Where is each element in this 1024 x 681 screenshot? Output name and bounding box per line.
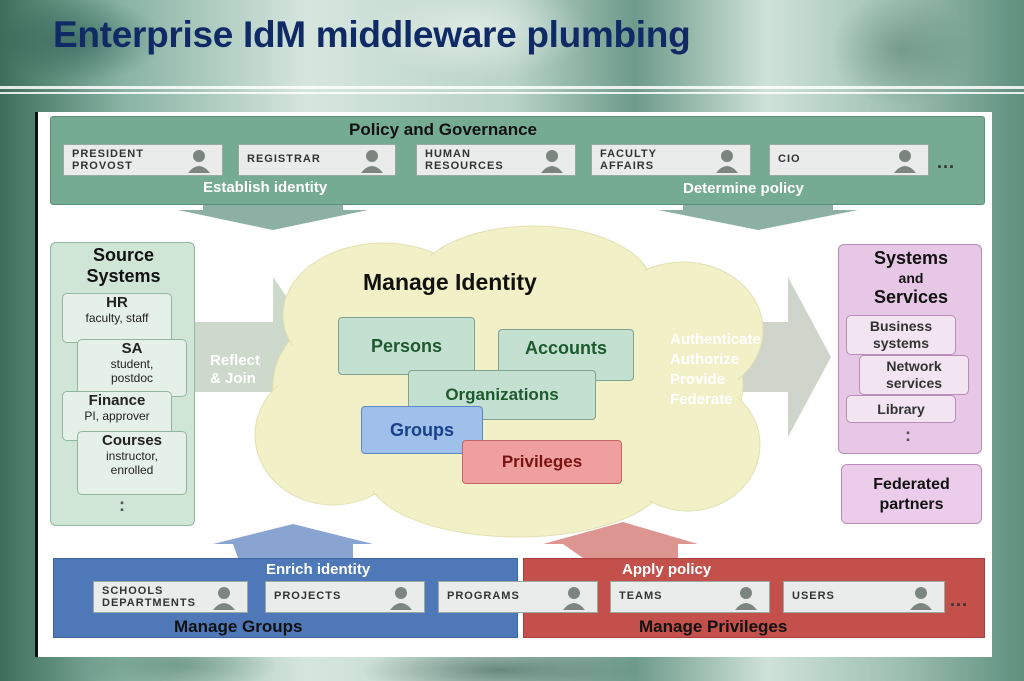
role-teams: TEAMS xyxy=(610,581,770,613)
role-human-resources: HUMAN RESOURCES xyxy=(416,144,576,176)
page-title: Enterprise IdM middleware plumbing xyxy=(53,14,691,55)
federated-partners: Federated partners xyxy=(841,464,982,524)
role-users: USERS xyxy=(783,581,945,613)
more-roles: ... xyxy=(937,152,956,172)
privileges-box: Privileges xyxy=(462,440,622,484)
establish-identity-label: Establish identity xyxy=(203,179,328,196)
role-cio: CIO xyxy=(769,144,929,176)
person-silhouette-icon xyxy=(213,587,235,610)
systems-services-panel: Systems and Services Business systems Ne… xyxy=(838,244,982,454)
role-programs: PROGRAMS xyxy=(438,581,598,613)
role-schools-departments: SCHOOLS DEPARTMENTS xyxy=(93,581,248,613)
divider-top-2 xyxy=(0,92,1024,94)
manage-identity-title: Manage Identity xyxy=(363,269,537,295)
person-silhouette-icon xyxy=(188,150,210,173)
role-faculty-affairs: FACULTY AFFAIRS xyxy=(591,144,751,176)
arrow-up-icon xyxy=(213,522,698,558)
source-more: : xyxy=(119,495,125,515)
person-silhouette-icon xyxy=(541,150,563,173)
service-library: Library xyxy=(846,395,956,423)
manage-privileges-label: Manage Privileges xyxy=(639,617,788,636)
policy-governance-band: Policy and Governance Establish identity… xyxy=(50,116,985,205)
determine-policy-label: Determine policy xyxy=(683,180,804,197)
persons-box: Persons xyxy=(338,317,475,375)
more-bottom-roles: ... xyxy=(950,590,969,610)
authenticate-label: Authenticate Authorize Provide Federate xyxy=(670,331,761,408)
apply-policy-label: Apply policy xyxy=(622,561,712,578)
systems-services-title: Systems and Services xyxy=(873,248,949,307)
idm-diagram: Policy and Governance Establish identity… xyxy=(35,112,992,657)
role-projects: PROJECTS xyxy=(265,581,425,613)
person-silhouette-icon xyxy=(716,150,738,173)
manage-groups-label: Manage Groups xyxy=(174,617,303,636)
arrow-down-icon xyxy=(178,205,858,230)
source-systems-panel: Source Systems HR faculty, staff SA stud… xyxy=(50,242,195,526)
services-more: : xyxy=(905,425,911,445)
source-sa: SA student, postdoc xyxy=(77,339,187,397)
person-silhouette-icon xyxy=(894,150,916,173)
source-systems-title: Source Systems xyxy=(86,245,161,286)
role-registrar: REGISTRAR xyxy=(238,144,396,176)
person-silhouette-icon xyxy=(735,587,757,610)
policy-title: Policy and Governance xyxy=(349,120,538,139)
service-business-systems: Business systems xyxy=(846,315,956,355)
role-president-provost: PRESIDENT PROVOST xyxy=(63,144,223,176)
divider-top xyxy=(0,86,1024,89)
reflect-join-label: Reflect & Join xyxy=(210,352,261,387)
source-courses: Courses instructor, enrolled xyxy=(77,431,187,495)
person-silhouette-icon xyxy=(361,150,383,173)
service-network-services: Network services xyxy=(859,355,969,395)
person-silhouette-icon xyxy=(910,587,932,610)
enrich-identity-label: Enrich identity xyxy=(266,561,371,578)
source-hr: HR faculty, staff xyxy=(62,293,172,343)
person-silhouette-icon xyxy=(563,587,585,610)
person-silhouette-icon xyxy=(390,587,412,610)
